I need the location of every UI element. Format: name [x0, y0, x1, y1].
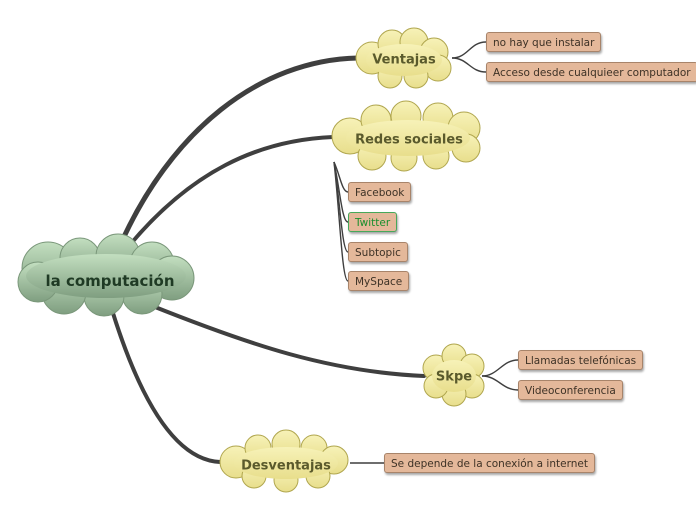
subtopic-llamadas-telefonicas[interactable]: Llamadas telefónicas [518, 350, 644, 370]
connector-redes [122, 135, 335, 254]
subtopic-myspace[interactable]: MySpace [348, 271, 410, 291]
subtopic-no-hay-que-instalar[interactable]: no hay que instalar [486, 32, 602, 52]
leaf-connector [481, 359, 519, 377]
topic-cloud-skpe[interactable] [422, 343, 485, 407]
subtopic-subtopic[interactable]: Subtopic [348, 242, 408, 262]
central-topic-cloud[interactable] [17, 233, 195, 317]
topic-cloud-desventajas[interactable] [219, 429, 349, 493]
topic-label-ventajas: Ventajas [372, 52, 436, 68]
central-topic-label: la computación [45, 272, 175, 290]
topic-label-skpe: Skpe [435, 369, 473, 385]
topic-cloud-ventajas[interactable] [355, 27, 452, 89]
subtopic-facebook[interactable]: Facebook [348, 182, 412, 202]
leaf-connector [333, 161, 349, 282]
leaf-connector [451, 41, 487, 59]
topic-label-desventajas: Desventajas [241, 458, 331, 474]
connector-ventajas [115, 55, 361, 253]
connector-skpe [148, 303, 426, 378]
connector-desventajas [110, 308, 222, 464]
subtopic-videoconferencia[interactable]: Videoconferencia [518, 380, 623, 400]
leaf-connector [451, 57, 487, 73]
subtopic-se-depende-de-la-conexion[interactable]: Se depende de la conexión a internet [384, 453, 595, 473]
topic-label-redes-sociales: Redes sociales [355, 132, 463, 148]
subtopic-twitter[interactable]: Twitter [348, 212, 398, 232]
leaf-connector [481, 375, 519, 391]
subtopic-acceso-desde-cualquier-computador[interactable]: Acceso desde cualquieer computador [486, 62, 696, 82]
topic-cloud-redes-sociales[interactable] [331, 100, 481, 172]
